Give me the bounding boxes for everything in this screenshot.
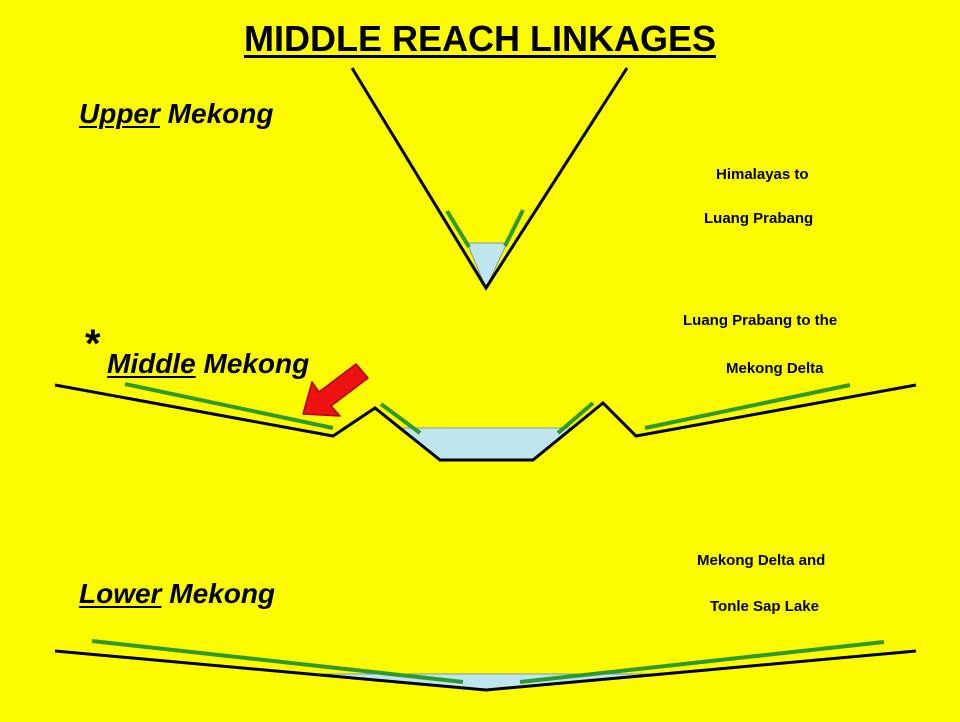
upper-rest: Mekong bbox=[159, 98, 274, 129]
middle-mekong-label: Middle Mekong bbox=[107, 348, 309, 380]
upper-floodplain-right bbox=[503, 209, 525, 247]
lower-rest: Mekong bbox=[161, 578, 276, 609]
lower-floodplain-right bbox=[519, 640, 885, 684]
middle-bank-right bbox=[556, 401, 595, 435]
lower-floodplain-left bbox=[91, 639, 464, 684]
middle-valley-profile bbox=[54, 383, 917, 462]
middle-emphasis: Middle bbox=[107, 348, 196, 379]
upper-description-line2: Luang Prabang bbox=[704, 210, 814, 227]
upper-cross-section bbox=[350, 67, 629, 291]
middle-water bbox=[396, 427, 575, 461]
lower-water bbox=[311, 673, 666, 691]
middle-description-line2: Mekong Delta bbox=[726, 360, 824, 377]
middle-cross-section bbox=[54, 382, 917, 462]
lower-mekong-label: Lower Mekong bbox=[79, 578, 275, 610]
upper-description-line1: Himalayas to bbox=[716, 166, 809, 183]
upper-valley-profile bbox=[350, 67, 629, 291]
middle-rest: Mekong bbox=[195, 348, 310, 379]
upper-emphasis: Upper bbox=[79, 98, 160, 129]
upper-mekong-label: Upper Mekong bbox=[79, 98, 273, 130]
lower-description-line2: Tonle Sap Lake bbox=[710, 598, 819, 615]
middle-description-line1: Luang Prabang to the bbox=[683, 312, 838, 329]
middle-floodplain-right bbox=[644, 383, 851, 430]
page-title: MIDDLE REACH LINKAGES bbox=[243, 18, 716, 59]
upper-water bbox=[466, 242, 508, 290]
upper-floodplain-left bbox=[445, 209, 471, 249]
middle-floodplain-left bbox=[124, 382, 334, 430]
middle-asterisk: * bbox=[85, 322, 101, 366]
middle-bank-left bbox=[379, 402, 422, 435]
lower-emphasis: Lower bbox=[79, 578, 162, 609]
lower-cross-section bbox=[54, 639, 917, 692]
lower-description-line1: Mekong Delta and bbox=[697, 552, 826, 569]
red-arrow-icon bbox=[302, 363, 369, 417]
lower-valley-profile bbox=[54, 649, 917, 692]
